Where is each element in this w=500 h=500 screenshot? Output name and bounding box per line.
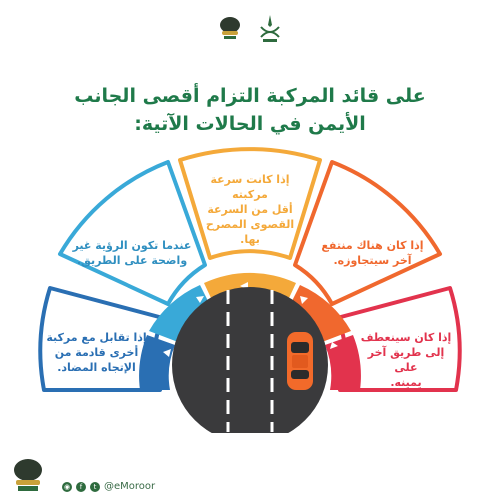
twitter-icon[interactable]: t xyxy=(90,481,100,492)
segment-text-lower-right: إذا كان سينعطف إلى طريق آخر على يمينه. xyxy=(360,331,452,389)
traffic-police-icon xyxy=(14,459,42,491)
segment-top xyxy=(178,147,322,260)
facebook-icon[interactable]: f xyxy=(76,481,86,492)
inner-band-lower-left xyxy=(139,335,175,390)
segment-upper-left xyxy=(58,160,207,306)
instagram-icon[interactable]: ◉ xyxy=(62,481,72,492)
lane-markings xyxy=(226,290,274,432)
road-circle xyxy=(172,287,328,433)
segment-text-lower-left: إذا تقابل مع مركبة أخرى قادمة من الإتجاه… xyxy=(46,331,147,374)
traffic-police-icon xyxy=(220,17,240,39)
title-line-1: على قائد المركبة التزام أقصى الجانب xyxy=(74,85,426,107)
emblem-icon xyxy=(260,15,280,42)
footer-social: ◉ f t @eMoroor xyxy=(62,481,155,492)
segment-text-upper-left: عندما تكون الرؤية غير واضحة على الطريق. xyxy=(72,239,192,267)
car-icon xyxy=(287,332,313,390)
segment-text-top: إذا كانت سرعة مركبته أقل من السرعة القصو… xyxy=(205,173,295,246)
segment-text-upper-right: إذا كان هناك منتفع آخر سيتجاوزه. xyxy=(321,239,424,267)
title-line-2: الأيمن في الحالات الآتية: xyxy=(134,113,366,135)
page-title: على قائد المركبة التزام أقصى الجانب الأي… xyxy=(60,82,440,138)
social-handle[interactable]: @eMoroor xyxy=(104,481,156,492)
inner-band-lower-right xyxy=(325,335,361,390)
segment-upper-right xyxy=(293,160,442,306)
header-logos xyxy=(205,6,295,50)
